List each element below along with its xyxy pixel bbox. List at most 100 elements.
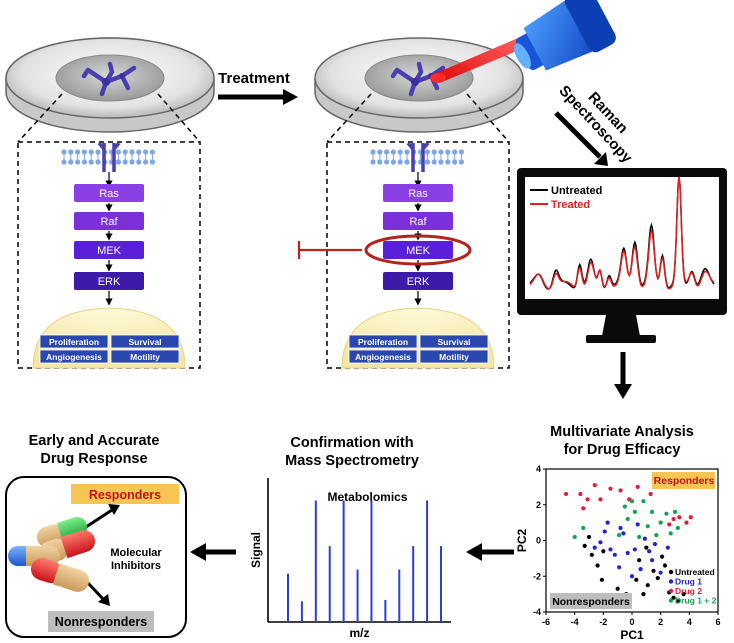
scatter-point — [638, 567, 643, 572]
scatter-point — [675, 525, 680, 531]
y-tick-label: -2 — [533, 571, 541, 581]
nonresponders-annotation: Nonresponders — [552, 596, 630, 608]
scatter-point — [581, 506, 586, 511]
receptor-icon — [406, 141, 430, 172]
scatter-point — [667, 522, 672, 527]
down-arrow — [614, 352, 632, 399]
scatter-point — [589, 552, 594, 557]
outcome-box — [110, 334, 180, 349]
cell-membrane — [61, 149, 155, 165]
outcome-label: Motility — [439, 352, 469, 362]
pathway-node-label: ERK — [407, 276, 430, 288]
raman-arrow: Raman Spectroscopy — [554, 82, 636, 167]
legend-marker — [668, 569, 674, 575]
treatment-label: Treatment — [218, 70, 290, 87]
pathway-node-label: MEK — [406, 245, 431, 257]
drug-response-title-line2: Drug Response — [40, 451, 147, 467]
scatter-point — [585, 497, 590, 502]
cell-membrane — [370, 149, 464, 165]
pathway-node-label: Raf — [409, 216, 427, 228]
scatter-point — [668, 531, 673, 536]
legend-marker — [668, 598, 674, 603]
outcome-box — [419, 349, 489, 364]
scatter-point — [635, 522, 640, 527]
inhibitors-label-line2: Inhibitors — [111, 560, 161, 572]
scatter-point — [671, 516, 676, 522]
x-tick-label: 6 — [715, 617, 720, 627]
responders-annotation-badge — [652, 472, 715, 489]
scatter-point — [684, 520, 689, 525]
outcome-label: Survival — [437, 337, 470, 347]
receptor-icon — [97, 141, 121, 172]
responders-label: Responders — [89, 488, 161, 502]
pca-x-axis-label: PC1 — [620, 628, 644, 642]
left-arrow-2 — [190, 543, 236, 561]
outcome-label: Angiogenesis — [46, 352, 102, 362]
outcome-box — [419, 334, 489, 349]
pathway-node-label: Ras — [408, 188, 428, 200]
scatter-point — [642, 536, 648, 541]
y-tick-label: -4 — [533, 607, 541, 617]
pathway-node — [383, 212, 453, 230]
outcome-label: Proliferation — [49, 337, 99, 347]
x-tick-label: 0 — [629, 617, 634, 627]
inhibition-circle — [364, 234, 472, 266]
scatter-point — [599, 577, 605, 582]
spectrum-legend: Untreated Treated — [530, 185, 602, 211]
outcome-box — [39, 334, 109, 349]
x-tick-label: -2 — [599, 617, 607, 627]
scatter-point — [625, 516, 630, 522]
scatter-point — [654, 533, 659, 538]
scatter-point — [641, 592, 646, 597]
scatter-point — [582, 543, 587, 548]
scatter-point — [658, 520, 663, 525]
scatter-point — [655, 575, 660, 581]
pathway-node — [383, 241, 453, 259]
scatter-point — [622, 504, 627, 509]
scatter-point — [677, 515, 682, 520]
scatter-point — [608, 547, 613, 552]
petri-dish-treated — [314, 37, 524, 133]
y-tick-label: 0 — [536, 536, 541, 546]
responders-annotation: Responders — [654, 475, 715, 487]
legend-label: Drug 1 — [675, 577, 702, 587]
pathway-node-label: ERK — [98, 276, 121, 288]
microscope-objective-icon — [514, 0, 616, 71]
scatter-point — [649, 509, 655, 514]
nonresponders-label: Nonresponders — [55, 615, 147, 629]
scatter-point — [652, 541, 658, 547]
pathway-node — [74, 184, 144, 202]
scatter-point — [605, 520, 610, 525]
inhibitors-label-line1: Molecular — [110, 547, 162, 559]
scatter-point — [688, 515, 693, 520]
legend-label: Drug 2 — [675, 586, 702, 596]
capsule-icon-red-bottom — [30, 558, 90, 592]
drug-response-title-line1: Early and Accurate — [29, 433, 160, 449]
scatter-point — [629, 499, 635, 504]
pathway-node — [74, 241, 144, 259]
outcome-label: Motility — [130, 352, 160, 362]
scatter-point — [644, 545, 649, 550]
scatter-point — [681, 592, 686, 597]
petri-dish-untreated — [5, 37, 215, 133]
scatter-point — [563, 491, 569, 497]
left-arrow-1 — [466, 543, 514, 561]
scatter-point — [598, 497, 603, 502]
scatter-point — [578, 491, 583, 497]
scatter-point — [649, 558, 655, 563]
pathway-node — [383, 272, 453, 290]
nonresponders-annotation-badge — [550, 593, 632, 609]
outcome-label: Angiogenesis — [355, 352, 411, 362]
pathway-node — [74, 272, 144, 290]
scatter-point — [615, 586, 620, 591]
raman-spectrum-plot — [529, 176, 715, 290]
scatter-point — [634, 577, 639, 582]
legend-marker — [668, 588, 674, 594]
scatter-point — [617, 565, 622, 570]
scatter-point — [635, 484, 640, 489]
mass-spec-title-line1: Confirmation with — [290, 435, 413, 451]
